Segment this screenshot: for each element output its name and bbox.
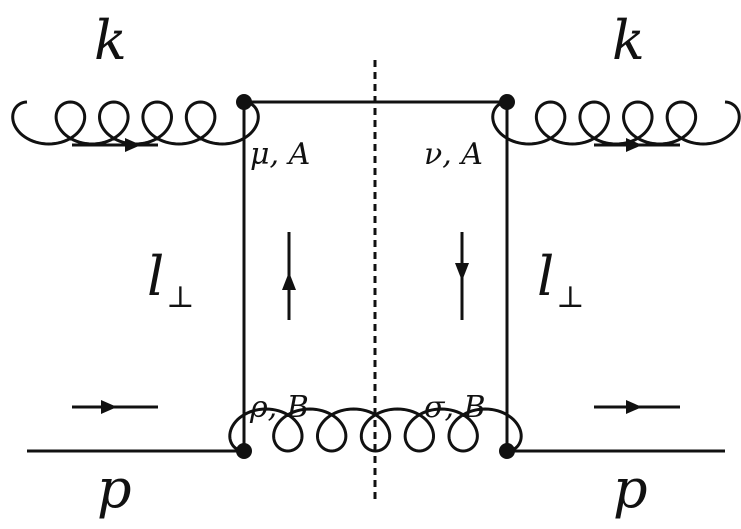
momentum-label-p-left: p [97, 457, 132, 520]
vertex-dot-icon [236, 443, 252, 459]
arrow-icon [72, 400, 158, 414]
incoming-gluon-k [11, 100, 260, 146]
vertex-label-rho-b: ρ, B [250, 390, 309, 425]
momentum-label-k-right: k [612, 9, 645, 72]
arrow-icon [594, 400, 680, 414]
outgoing-gluon-k [491, 100, 741, 146]
arrow-icon [282, 232, 296, 320]
vertex-label-mu-a: μ, A [250, 137, 311, 172]
momentum-label-k-left: k [94, 9, 127, 72]
vertex-dot-icon [499, 443, 515, 459]
arrow-icon [455, 232, 469, 320]
momentum-label-l-perp-left: l⊥ [147, 245, 195, 315]
momentum-label-l-perp-right: l⊥ [537, 245, 585, 315]
arrow-icon [594, 138, 680, 152]
arrow-icon [72, 138, 158, 152]
momentum-label-p-right: p [613, 457, 648, 520]
vertex-dot-icon [236, 94, 252, 110]
vertex-label-nu-a: ν, A [424, 137, 483, 172]
vertex-label-sigma-b: σ, B [424, 390, 486, 425]
exchanged-gluon [228, 407, 523, 453]
vertex-dot-icon [499, 94, 515, 110]
